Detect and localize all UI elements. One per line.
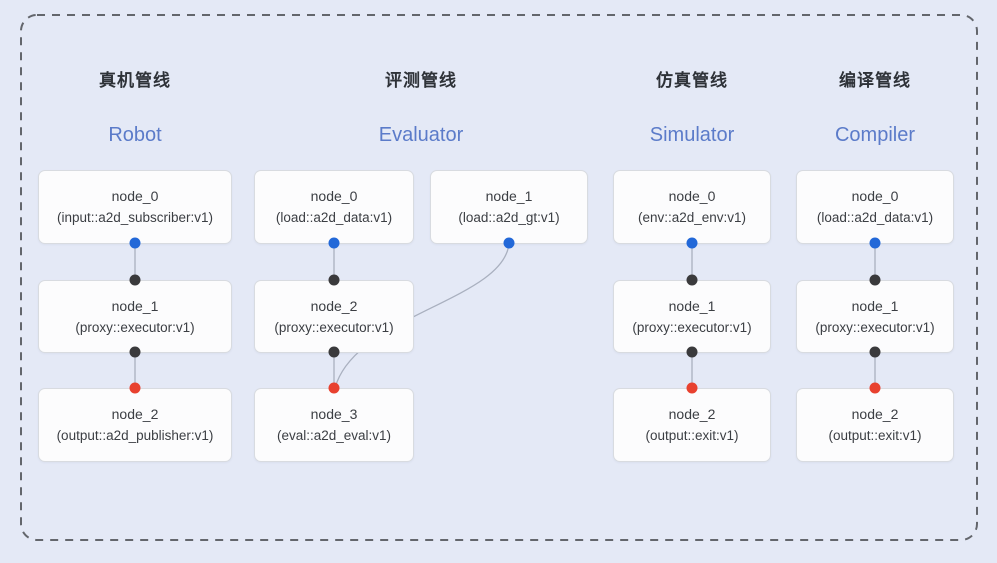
node-type: (output::exit:v1) — [645, 428, 739, 443]
simulator-title-en: Simulator — [649, 124, 735, 146]
evaluator-node-0: node_0 (load::a2d_data:v1) — [254, 170, 414, 244]
node-type: (env::a2d_env:v1) — [637, 210, 747, 225]
evaluator-node-3: node_3 (eval::a2d_eval:v1) — [254, 388, 414, 462]
node-title: node_0 — [668, 188, 716, 204]
node-type: (eval::a2d_eval:v1) — [276, 428, 392, 443]
robot-title-en: Robot — [108, 124, 162, 146]
node-type: (output::a2d_publisher:v1) — [56, 428, 214, 443]
node-title: node_2 — [310, 297, 358, 314]
evaluator-title-zh: 评测管线 — [385, 71, 457, 90]
node-title: node_1 — [668, 297, 716, 314]
simulator-node-0: node_0 (env::a2d_env:v1) — [613, 170, 771, 244]
node-type: (load::a2d_data:v1) — [275, 210, 393, 225]
evaluator-title-en: Evaluator — [378, 124, 464, 146]
node-title: node_0 — [851, 188, 899, 204]
node-title: node_2 — [851, 406, 899, 422]
compiler-title-zh: 编译管线 — [839, 71, 911, 90]
robot-node-1: node_1 (proxy::executor:v1) — [38, 280, 232, 353]
node-title: node_1 — [111, 297, 159, 314]
node-title: node_3 — [310, 406, 358, 422]
compiler-node-0: node_0 (load::a2d_data:v1) — [796, 170, 954, 244]
node-type: (output::exit:v1) — [828, 428, 922, 443]
node-type: (proxy::executor:v1) — [815, 319, 935, 335]
node-type: (proxy::executor:v1) — [632, 319, 752, 335]
node-type: (proxy::executor:v1) — [75, 319, 195, 335]
node-title: node_2 — [668, 406, 716, 422]
node-title: node_1 — [485, 188, 533, 204]
evaluator-node-2: node_2 (proxy::executor:v1) — [254, 280, 414, 353]
node-type: (load::a2d_gt:v1) — [458, 210, 560, 225]
simulator-node-2: node_2 (output::exit:v1) — [613, 388, 771, 462]
robot-title-zh: 真机管线 — [99, 71, 171, 90]
node-type: (proxy::executor:v1) — [274, 319, 394, 335]
node-title: node_1 — [851, 297, 899, 314]
evaluator-node-1: node_1 (load::a2d_gt:v1) — [430, 170, 588, 244]
compiler-node-1: node_1 (proxy::executor:v1) — [796, 280, 954, 353]
compiler-node-2: node_2 (output::exit:v1) — [796, 388, 954, 462]
compiler-title-en: Compiler — [834, 124, 916, 146]
simulator-node-1: node_1 (proxy::executor:v1) — [613, 280, 771, 353]
node-title: node_2 — [111, 406, 159, 422]
node-type: (input::a2d_subscriber:v1) — [56, 210, 214, 225]
node-title: node_0 — [111, 188, 159, 204]
simulator-title-zh: 仿真管线 — [656, 71, 728, 90]
robot-node-0: node_0 (input::a2d_subscriber:v1) — [38, 170, 232, 244]
node-title: node_0 — [310, 188, 358, 204]
robot-node-2: node_2 (output::a2d_publisher:v1) — [38, 388, 232, 462]
node-type: (load::a2d_data:v1) — [816, 210, 934, 225]
